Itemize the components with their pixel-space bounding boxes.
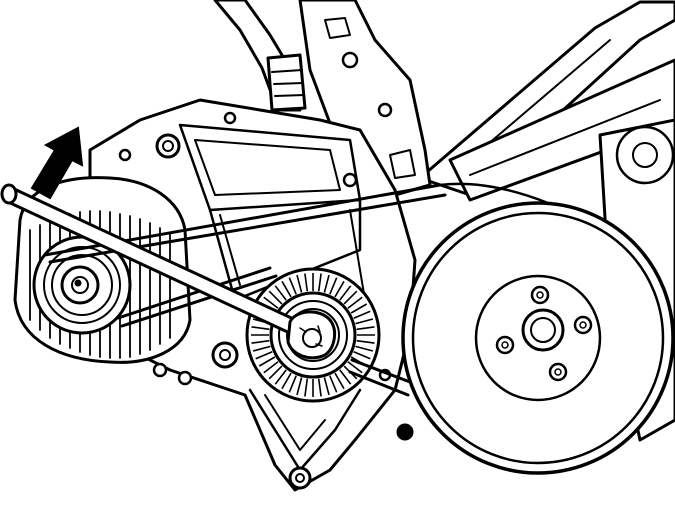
rotation-arrow-icon	[30, 126, 84, 200]
pulley-rib	[355, 345, 374, 352]
pulley-rib	[350, 303, 368, 314]
pulley-rib	[252, 345, 271, 352]
pulley-rib	[263, 361, 279, 374]
pulley-rib	[323, 377, 330, 396]
pulley-rib	[281, 280, 292, 298]
pulley-rib	[343, 290, 358, 305]
pulley-rib	[334, 280, 345, 298]
coolant-hose	[213, 0, 307, 112]
pulley-rib	[296, 377, 303, 396]
pulley-rib	[274, 285, 287, 301]
pulley-rib	[296, 274, 303, 293]
pulley-rib	[356, 326, 375, 331]
pulley-rib	[258, 356, 276, 367]
pulley-rib	[268, 290, 283, 305]
pulley-rib	[329, 375, 338, 393]
pulley-rib	[281, 372, 292, 390]
pulley-rib	[317, 378, 322, 397]
pulley-rib	[323, 274, 330, 293]
pulley-rib	[329, 277, 338, 295]
pulley-rib	[263, 296, 279, 309]
tensioner-wrench	[0, 183, 337, 360]
pulley-rib	[255, 351, 273, 360]
pulley-rib	[274, 369, 287, 385]
pulley-rib	[288, 277, 297, 295]
pulley-rib	[317, 273, 322, 292]
pulley-rib	[304, 378, 309, 397]
pulley-rib	[251, 326, 270, 331]
upper-bracket-plate	[298, 0, 432, 197]
pulley-rib	[304, 273, 309, 292]
pulley-rib	[251, 339, 270, 344]
pulley-rib	[347, 361, 363, 374]
pulley-rib	[347, 296, 363, 309]
pulley-rib	[268, 365, 283, 380]
pulley-rib	[339, 285, 352, 301]
pulley-rib	[356, 339, 375, 344]
crankshaft-pulley	[401, 201, 675, 475]
upper-right-mounting-arm	[418, 0, 675, 202]
pulley-rib	[353, 351, 371, 360]
pulley-rib	[288, 375, 297, 393]
pulley-rib	[355, 318, 374, 325]
pulley-rib	[334, 372, 345, 390]
pulley-rib	[339, 369, 352, 385]
pulley-rib	[353, 310, 371, 319]
